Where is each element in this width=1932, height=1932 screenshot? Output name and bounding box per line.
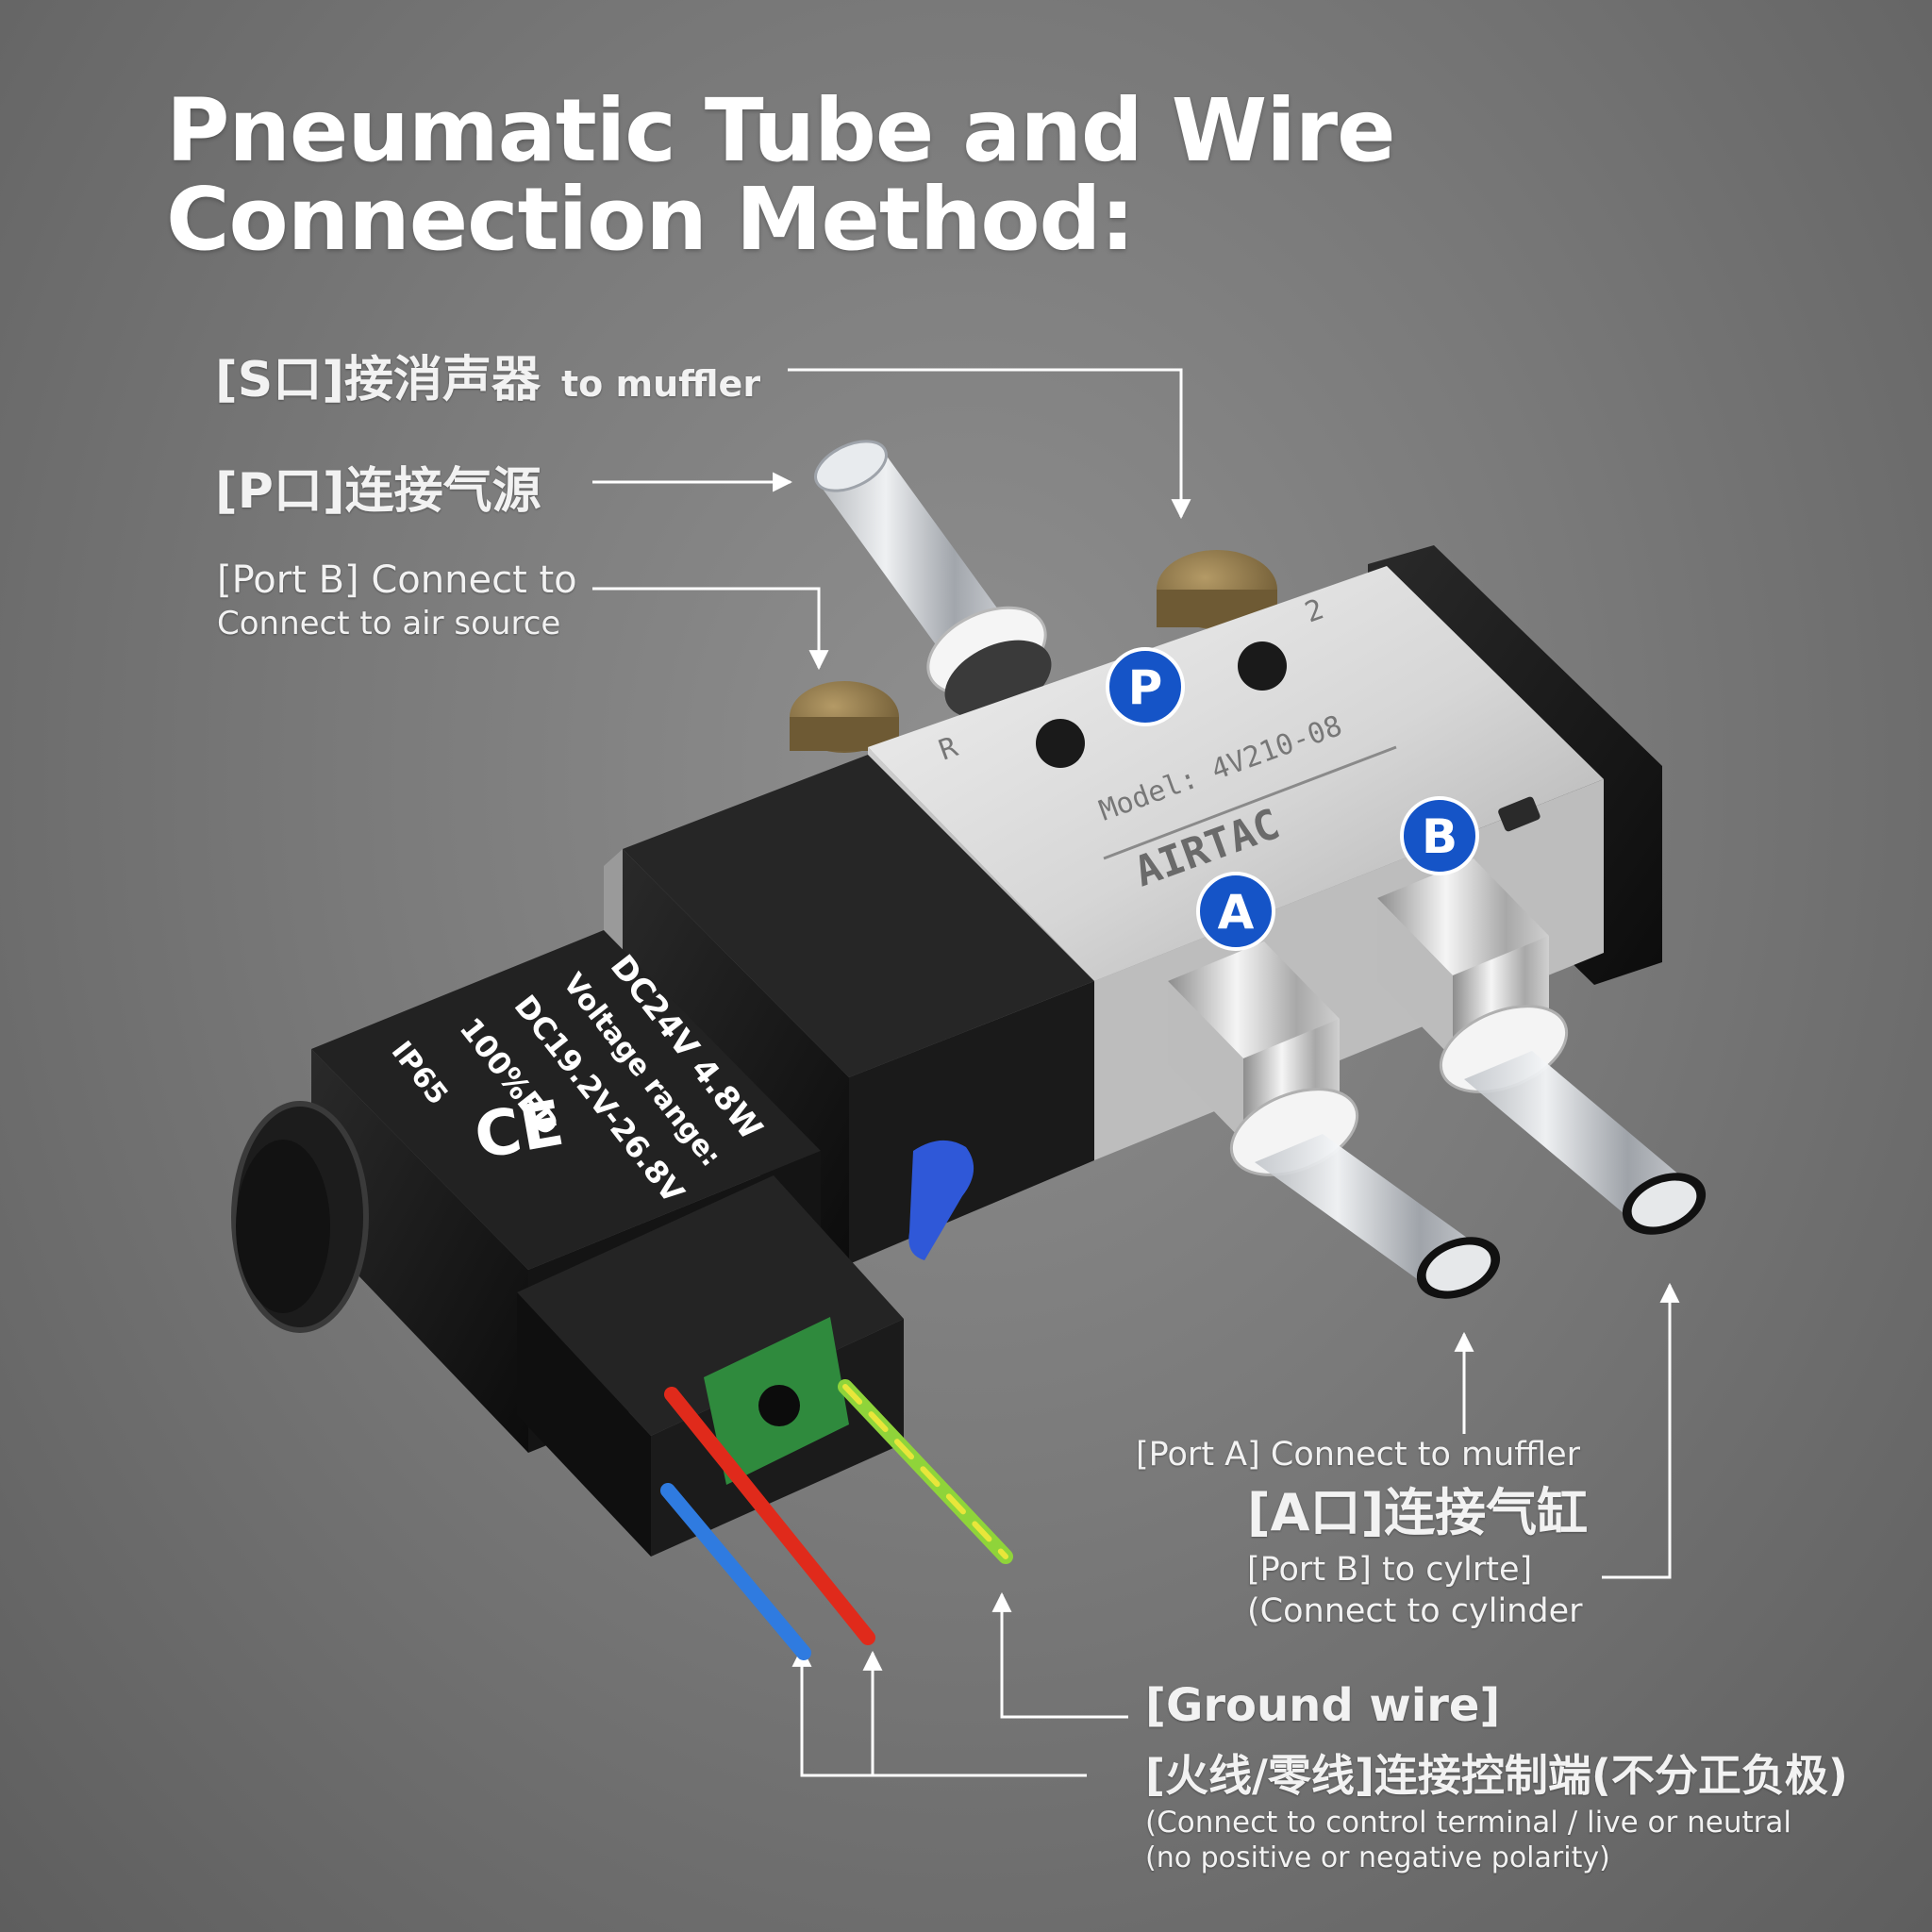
- wire-arrow-icon: [791, 1646, 1087, 1777]
- badge-a-icon: A: [1196, 872, 1275, 951]
- port-b-top-label: [Port B] Connect to Connect to air sourc…: [217, 558, 577, 645]
- fitting-a: [1168, 941, 1501, 1299]
- port-b-top-arrow-icon: [592, 587, 829, 671]
- wire-label-cn: [火线/零线]连接控制端(不分正负极): [1145, 1750, 1848, 1801]
- wire-label-en-2: (no positive or negative polarity): [1145, 1841, 1610, 1874]
- ground-arrow-icon: [991, 1591, 1128, 1719]
- port-a-line-3: [Port B] to cylrte]: [1247, 1551, 1533, 1589]
- fitting-b: [1377, 858, 1707, 1235]
- live-neutral-wire-label: [火线/零线]连接控制端(不分正负极) (Connect to control …: [1145, 1747, 1848, 1875]
- badge-b-label: B: [1422, 809, 1457, 864]
- s-port-label-en: to muffler: [560, 363, 761, 405]
- s-port-label-cn: [S口]接消声器: [215, 352, 541, 408]
- p-port-label-cn: [P口]连接气源: [215, 463, 541, 520]
- wire-label-en-1: (Connect to control terminal / live or n…: [1145, 1806, 1791, 1840]
- port-a-label-cn: [A口]连接气缸: [1247, 1483, 1589, 1542]
- terminal-block: [517, 1175, 904, 1557]
- s-port-arrow-icon: [788, 368, 1191, 520]
- title-line-1: Pneumatic Tube and Wire: [166, 80, 1396, 181]
- badge-p-label: P: [1128, 660, 1163, 715]
- p-port-label: [P口]连接气源: [215, 451, 541, 522]
- manual-override-button: [908, 1140, 974, 1260]
- wire-red: [664, 1387, 875, 1645]
- wires: [660, 1379, 1013, 1660]
- badge-p-icon: P: [1106, 647, 1185, 726]
- title-line-2: Connection Method:: [166, 169, 1135, 270]
- wire-blue: [660, 1483, 811, 1660]
- port-b-arrow-icon: [1602, 1282, 1680, 1579]
- s-port-label: [S口]接消声器 to muffler: [215, 340, 760, 410]
- ground-wire-label: [Ground wire]: [1145, 1679, 1501, 1732]
- badge-b-icon: B: [1400, 796, 1479, 875]
- port-a-label: [Port A] Connect to muffler [A口]连接气缸 [Po…: [1136, 1434, 1588, 1632]
- ce-mark-icon: CE: [469, 1087, 568, 1174]
- badge-a-label: A: [1218, 885, 1255, 940]
- port-b-top-line-1: [Port B] Connect to: [217, 558, 577, 602]
- port-b-top-line-2: Connect to air source: [217, 605, 561, 642]
- port-a-line-1: [Port A] Connect to muffler: [1136, 1436, 1581, 1474]
- leader-lines: [592, 368, 1680, 1777]
- port-a-line-4: (Connect to cylinder: [1247, 1592, 1583, 1630]
- page-title: Pneumatic Tube and Wire Connection Metho…: [166, 87, 1770, 264]
